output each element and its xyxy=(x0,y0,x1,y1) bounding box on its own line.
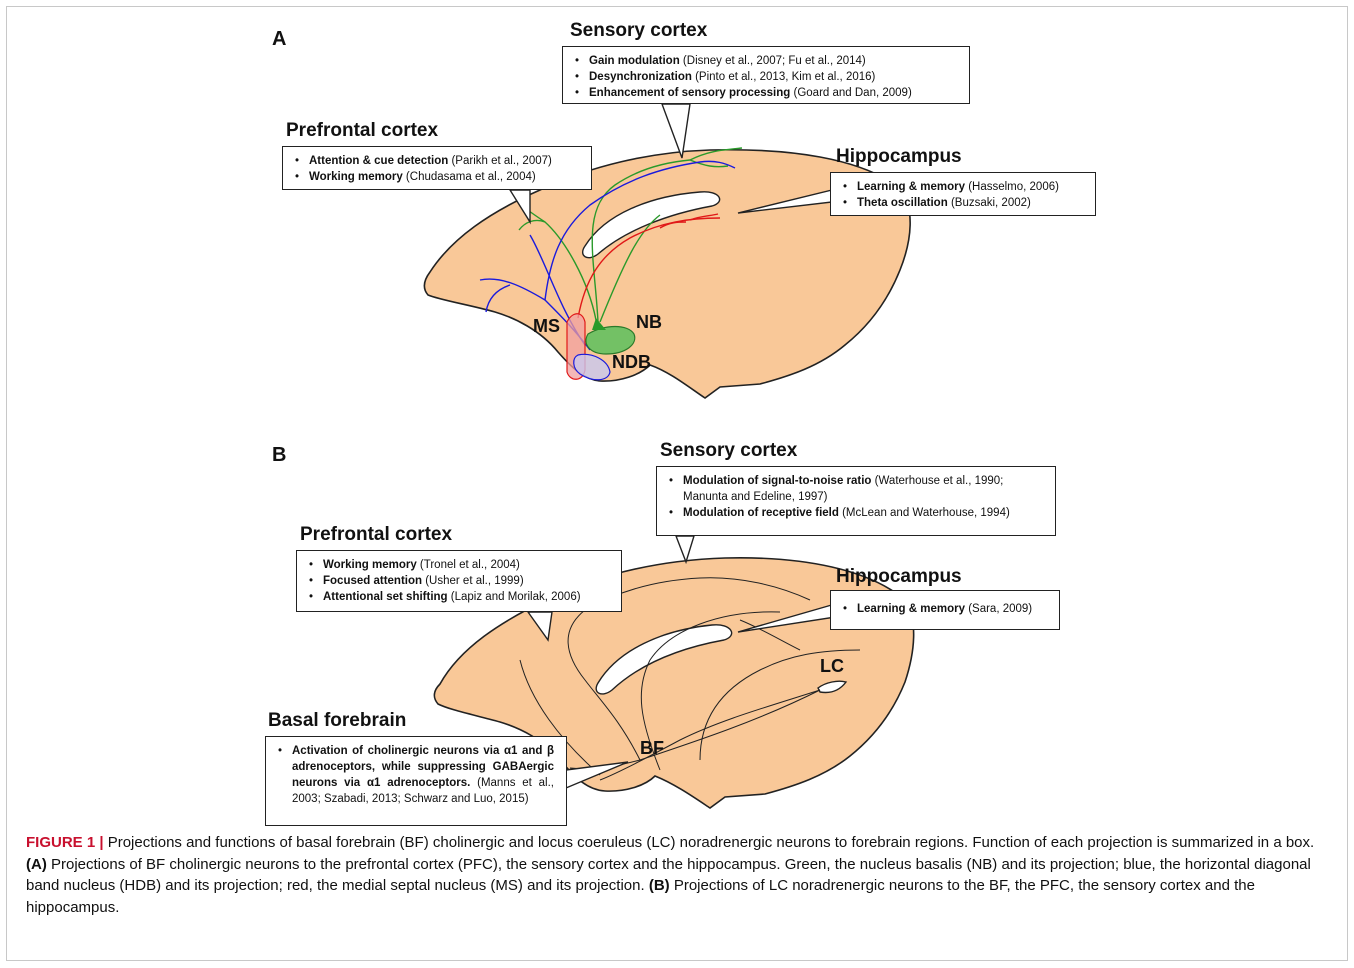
function-reference: (Tronel et al., 2004) xyxy=(417,559,520,571)
function-reference: (Chudasama et al., 2004) xyxy=(403,171,536,183)
a-hippocampus-list: Learning & memory (Hasselmo, 2006)Theta … xyxy=(843,179,1085,211)
function-item: Theta oscillation (Buzsaki, 2002) xyxy=(843,195,1085,211)
b-hippocampus-title: Hippocampus xyxy=(836,566,962,588)
caption-intro: Projections and functions of basal foreb… xyxy=(104,834,1315,851)
function-item: Attentional set shifting (Lapiz and Mori… xyxy=(309,589,611,605)
function-item: Working memory (Chudasama et al., 2004) xyxy=(295,169,581,185)
function-reference: (Goard and Dan, 2009) xyxy=(790,87,911,99)
function-reference: (Disney et al., 2007; Fu et al., 2014) xyxy=(680,55,866,67)
function-item: Focused attention (Usher et al., 1999) xyxy=(309,573,611,589)
function-item: Desynchronization (Pinto et al., 2013, K… xyxy=(575,69,959,85)
b-hippocampus-list: Learning & memory (Sara, 2009) xyxy=(843,601,1049,617)
b-prefrontal-box: Working memory (Tronel et al., 2004)Focu… xyxy=(296,550,622,612)
b-sensory-list: Modulation of signal-to-noise ratio (Wat… xyxy=(669,473,1045,521)
callout-a-sensory xyxy=(662,104,690,158)
a-sensory-title: Sensory cortex xyxy=(570,20,707,42)
function-item: Working memory (Tronel et al., 2004) xyxy=(309,557,611,573)
function-name: Focused attention xyxy=(323,575,422,587)
function-reference: (McLean and Waterhouse, 1994) xyxy=(839,507,1010,519)
function-name: Working memory xyxy=(309,171,403,183)
function-item: Learning & memory (Hasselmo, 2006) xyxy=(843,179,1085,195)
b-basal-box: Activation of cholinergic neurons via α1… xyxy=(265,736,567,826)
ms-label: MS xyxy=(533,316,560,337)
function-name: Learning & memory xyxy=(857,181,965,193)
a-prefrontal-box: Attention & cue detection (Parikh et al.… xyxy=(282,146,592,190)
figure-caption: FIGURE 1 | Projections and functions of … xyxy=(26,832,1326,918)
function-reference: (Sara, 2009) xyxy=(965,603,1032,615)
a-sensory-box: Gain modulation (Disney et al., 2007; Fu… xyxy=(562,46,970,104)
function-name: Modulation of receptive field xyxy=(683,507,839,519)
function-item: Gain modulation (Disney et al., 2007; Fu… xyxy=(575,53,959,69)
a-prefrontal-list: Attention & cue detection (Parikh et al.… xyxy=(295,153,581,185)
b-basal-list: Activation of cholinergic neurons via α1… xyxy=(278,743,554,807)
lc-label: LC xyxy=(820,656,844,677)
function-item: Attention & cue detection (Parikh et al.… xyxy=(295,153,581,169)
b-basal-title: Basal forebrain xyxy=(268,710,406,732)
caption-b-label: (B) xyxy=(649,877,670,894)
function-name: Attention & cue detection xyxy=(309,155,448,167)
function-name: Attentional set shifting xyxy=(323,591,448,603)
panel-b-letter: B xyxy=(272,444,286,467)
callout-b-sensory xyxy=(676,536,694,562)
function-item: Enhancement of sensory processing (Goard… xyxy=(575,85,959,101)
function-item: Modulation of receptive field (McLean an… xyxy=(669,505,1045,521)
b-hippocampus-box: Learning & memory (Sara, 2009) xyxy=(830,590,1060,630)
function-name: Desynchronization xyxy=(589,71,692,83)
ndb-label: NDB xyxy=(612,352,651,373)
function-reference: (Lapiz and Morilak, 2006) xyxy=(448,591,581,603)
b-prefrontal-list: Working memory (Tronel et al., 2004)Focu… xyxy=(309,557,611,605)
function-name: Learning & memory xyxy=(857,603,965,615)
function-name: Gain modulation xyxy=(589,55,680,67)
function-reference: (Hasselmo, 2006) xyxy=(965,181,1059,193)
b-prefrontal-title: Prefrontal cortex xyxy=(300,524,452,546)
a-prefrontal-title: Prefrontal cortex xyxy=(286,120,438,142)
function-item: Learning & memory (Sara, 2009) xyxy=(843,601,1049,617)
function-reference: (Buzsaki, 2002) xyxy=(948,197,1031,209)
a-sensory-list: Gain modulation (Disney et al., 2007; Fu… xyxy=(575,53,959,101)
function-name: Working memory xyxy=(323,559,417,571)
function-item: Activation of cholinergic neurons via α1… xyxy=(278,743,554,807)
panel-a-letter: A xyxy=(272,28,286,51)
function-item: Modulation of signal-to-noise ratio (Wat… xyxy=(669,473,1045,505)
caption-a-label: (A) xyxy=(26,856,47,873)
a-hippocampus-title: Hippocampus xyxy=(836,146,962,168)
function-reference: (Pinto et al., 2013, Kim et al., 2016) xyxy=(692,71,875,83)
b-sensory-title: Sensory cortex xyxy=(660,440,797,462)
function-reference: (Parikh et al., 2007) xyxy=(448,155,552,167)
caption-figure-label: FIGURE 1 | xyxy=(26,834,104,851)
function-name: Theta oscillation xyxy=(857,197,948,209)
function-reference: (Usher et al., 1999) xyxy=(422,575,524,587)
bf-label: BF xyxy=(640,738,664,759)
b-sensory-box: Modulation of signal-to-noise ratio (Wat… xyxy=(656,466,1056,536)
function-name: Enhancement of sensory processing xyxy=(589,87,790,99)
nb-label: NB xyxy=(636,312,662,333)
function-name: Modulation of signal-to-noise ratio xyxy=(683,475,871,487)
a-hippocampus-box: Learning & memory (Hasselmo, 2006)Theta … xyxy=(830,172,1096,216)
